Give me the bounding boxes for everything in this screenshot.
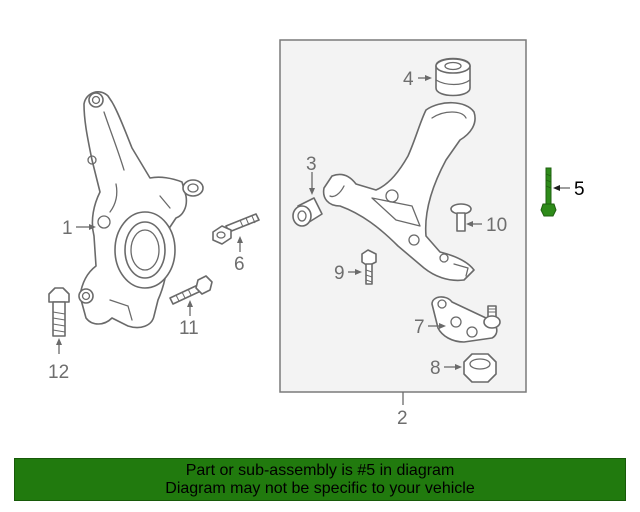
callout-1: 1 (62, 218, 73, 239)
parts-diagram: 1 2 3 4 5 6 7 8 9 10 11 12 (48, 39, 585, 429)
nut-part-8[interactable] (463, 353, 497, 383)
callout-9: 9 (334, 263, 345, 284)
callout-11: 11 (179, 318, 199, 339)
callout-4: 4 (403, 69, 414, 90)
callout-8: 8 (430, 358, 441, 379)
bolt-part-6[interactable] (212, 213, 260, 245)
leader-lines (56, 75, 570, 370)
callout-6: 6 (234, 254, 245, 275)
bushing-front[interactable] (292, 197, 323, 227)
bolt-part-9[interactable] (361, 249, 377, 285)
notice-line-1: Part or sub-assembly is #5 in diagram (185, 462, 455, 479)
steering-knuckle[interactable] (78, 91, 204, 329)
bolt-part-11[interactable] (169, 275, 213, 305)
callout-7: 7 (414, 317, 425, 338)
callout-2: 2 (397, 408, 408, 429)
callout-3: 3 (306, 154, 317, 175)
callout-5: 5 (574, 179, 585, 200)
notice-line-2: Diagram may not be specific to your vehi… (165, 480, 475, 497)
notice-banner: Part or sub-assembly is #5 in diagram Di… (14, 458, 626, 501)
bushing-rear[interactable] (435, 57, 471, 97)
bolt-part-12[interactable] (48, 287, 70, 337)
lower-control-arm[interactable] (322, 101, 476, 282)
ball-joint[interactable] (431, 296, 501, 343)
bolt-part-10[interactable] (450, 203, 472, 232)
callout-10: 10 (486, 215, 507, 236)
bolt-part-5-highlighted[interactable] (540, 167, 557, 217)
callout-12: 12 (48, 362, 69, 383)
